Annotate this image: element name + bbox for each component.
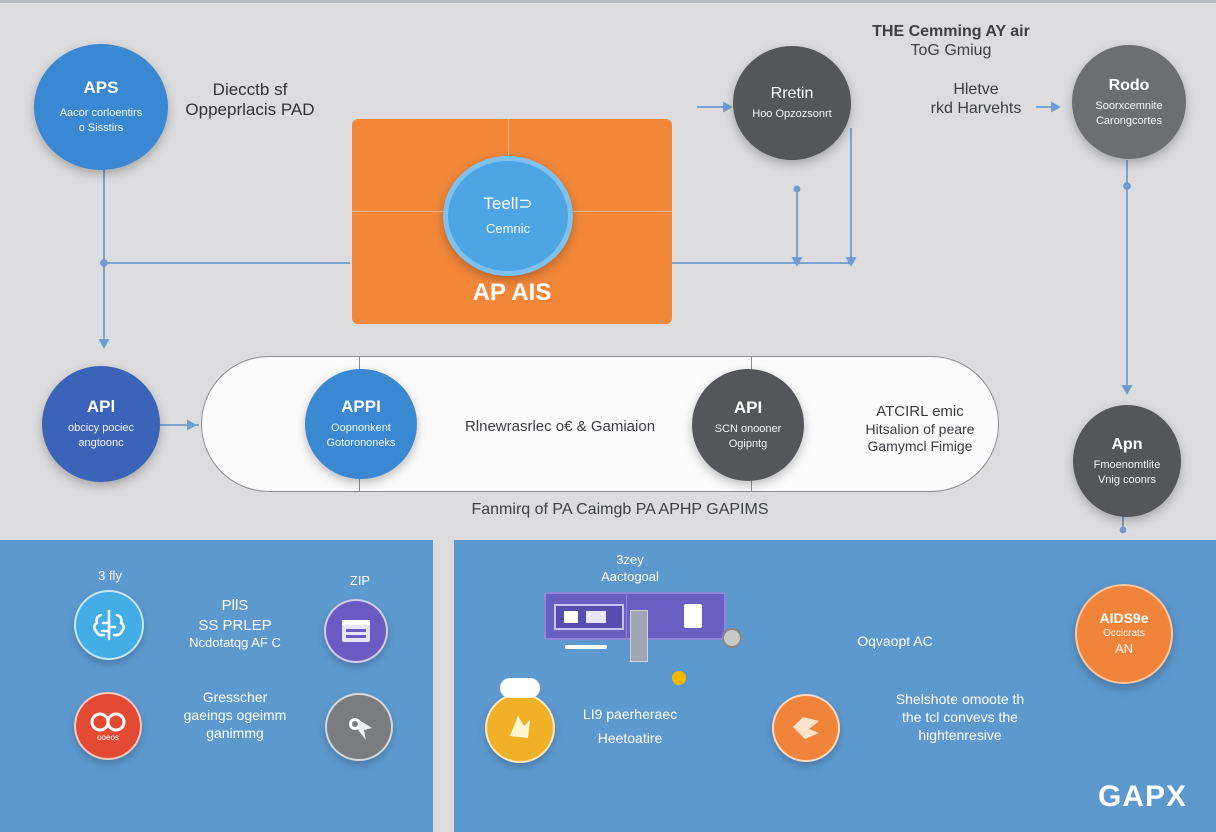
right-panel-mid-line2: Heetoatire — [597, 730, 663, 747]
center-box-caption: AP AIS — [472, 279, 552, 306]
rocket-icon-button[interactable] — [325, 693, 393, 761]
right-panel-description: Shelshote omoote th the tcl convevs the … — [870, 690, 1050, 745]
diamond-logo-icon — [793, 717, 819, 739]
left-panel-label-top-left: 3 fly — [98, 568, 122, 583]
node-api-dark-sub2: Ogipntg — [728, 438, 768, 451]
browser-window-icon-button[interactable] — [324, 599, 388, 663]
right-label: Hletve rkd Harvehts — [920, 80, 1032, 118]
right-panel-desc-line1: Shelshote omoote th — [895, 691, 1025, 707]
node-aids[interactable]: AIDS9e Occicrats AN — [1075, 584, 1173, 684]
left-panel-center-line2: SS PRLEP — [198, 616, 272, 634]
left-panel-lower-text: Gresscher gaeings ogeimm ganimmg — [160, 688, 310, 743]
pill-right-line3: Gamymcl Fimige — [867, 437, 973, 454]
node-aids-sub2: AN — [1114, 641, 1134, 657]
diagram-title-line1: THE Cemming AY air — [872, 23, 1030, 40]
right-panel-mid-line1: LI9 paerheraec — [582, 706, 678, 722]
pill-middle-text: Rlnewrasrlec o€ & Gamiaion — [464, 418, 656, 435]
node-aps[interactable]: APS Aacor corloentirs o Sisstirs — [34, 44, 168, 170]
node-rretin-title: Rretin — [770, 84, 814, 102]
right-panel — [454, 540, 1216, 832]
node-api-left-sub1: obcicy pociec — [67, 422, 135, 435]
top-left-label-line1: Diecctb sf — [212, 80, 288, 99]
node-aps-sub1: Aacor corloentirs — [59, 107, 143, 120]
arrow-head — [98, 339, 110, 349]
right-label-line2: rkd Harvehts — [930, 100, 1022, 118]
node-apn-title: Apn — [1111, 435, 1143, 453]
node-appi-title: APPI — [341, 396, 381, 416]
node-rretin-sub: Hoo Opzozsonrt — [752, 108, 832, 121]
right-panel-desc-line2: the tcl convevs the — [902, 709, 1018, 726]
cloud-icon — [500, 678, 540, 698]
gamepad-icon: ooeos — [90, 712, 126, 742]
right-label-line1: Hletve — [953, 81, 999, 98]
gamepad-icon-button[interactable]: ooeos — [74, 692, 142, 760]
node-aids-sub1: Occicrats — [1103, 627, 1145, 639]
right-panel-label-top1: 3zey — [616, 552, 644, 567]
top-left-label: Diecctb sf Oppeprlacis PAD — [180, 80, 320, 121]
document-glyph — [684, 604, 702, 628]
left-panel-center-line6: ganimmg — [206, 725, 264, 742]
knob-icon[interactable] — [722, 628, 742, 648]
node-center-sub: Cemnic — [485, 221, 531, 237]
brain-icon-button[interactable] — [74, 590, 144, 660]
node-rodo-sub1: Soorxcemnite — [1095, 99, 1163, 112]
node-center[interactable]: Teell⊃ Cemnic — [443, 156, 573, 276]
pill-right-text: ATCIRL emic Hitsalion of peare Gamymcl F… — [830, 403, 1010, 455]
left-panel-center-line5: gaeings ogeimm — [183, 707, 287, 724]
node-api-dark-sub1: SCN onooner — [714, 423, 782, 436]
diagram-subtitle: Fanmirq of PA Caimgb PA APHP GAPIMS — [471, 501, 769, 518]
node-rodo-title: Rodo — [1108, 76, 1150, 94]
keyboard-bar — [565, 645, 607, 649]
top-border — [0, 0, 1216, 3]
node-aps-title: APS — [83, 77, 119, 97]
node-api-left[interactable]: APl obcicy pociec angtoonc — [42, 366, 160, 482]
node-rodo-sub2: Carongcortes — [1095, 114, 1163, 127]
browser-window-icon — [342, 620, 370, 642]
left-panel — [0, 540, 433, 832]
node-rodo[interactable]: Rodo Soorxcemnite Carongcortes — [1072, 45, 1186, 159]
node-rretin[interactable]: Rretin Hoo Opzozsonrt — [733, 46, 851, 160]
right-panel-callout: Oqvaopt AC — [857, 633, 933, 649]
screen-glyph — [586, 611, 606, 623]
top-left-label-line2: Oppeprlacis PAD — [185, 100, 315, 120]
svg-text:ooeos: ooeos — [97, 733, 119, 742]
node-appi-sub2: Gotorononeks — [326, 437, 396, 450]
node-aps-sub2: o Sisstirs — [78, 122, 124, 135]
node-apn-sub2: Vnig coonrs — [1097, 473, 1157, 486]
node-api-left-sub2: angtoonc — [78, 437, 124, 450]
diagram-title-line2: ToG Gmiug — [910, 42, 992, 60]
lightbulb-icon — [672, 671, 686, 685]
left-panel-center-line4: Gresscher — [202, 689, 268, 705]
node-appi[interactable]: APPI Oopnonkent Gotorononeks — [305, 369, 417, 479]
diagram-title: THE Cemming AY air ToG Gmiug — [856, 22, 1046, 60]
left-panel-center-line3: Ncdotatqg AF C — [189, 635, 281, 650]
brain-icon — [93, 609, 125, 641]
right-panel-mid-text: LI9 paerheraec Heetoatire — [570, 705, 690, 747]
screen-glyph — [564, 611, 578, 623]
monitor-screen — [554, 604, 624, 630]
coin-icon-button[interactable] — [485, 693, 555, 763]
tower-icon — [630, 610, 648, 662]
node-api-dark[interactable]: API SCN onooner Ogipntg — [692, 369, 804, 481]
left-panel-label-top-right: ZIP — [349, 573, 371, 588]
left-panel-center-text: PllS SS PRLEP Ncdotatqg AF C — [160, 596, 310, 652]
monitor-divider — [626, 594, 627, 638]
node-center-title: Teell⊃ — [483, 194, 533, 214]
coin-icon — [510, 716, 530, 738]
brand-logo: GAPX — [1098, 780, 1188, 813]
node-appi-sub1: Oopnonkent — [331, 422, 391, 435]
node-apn[interactable]: Apn Fmoenomtlite Vnig coonrs — [1073, 405, 1181, 517]
right-panel-label-top2: Aactogoal — [601, 568, 659, 584]
right-panel-desc-line3: hightenresive — [918, 727, 1002, 744]
left-panel-center-line1: PllS — [221, 597, 249, 614]
node-api-left-title: APl — [86, 396, 116, 416]
node-apn-sub1: Fmoenomtlite — [1093, 458, 1161, 471]
node-aids-title: AIDS9e — [1099, 610, 1149, 627]
rocket-icon — [349, 718, 372, 740]
right-panel-label-top: 3zey Aactogoal — [580, 552, 680, 586]
diamond-logo-icon-button[interactable] — [772, 694, 840, 762]
node-api-dark-title: API — [733, 397, 763, 417]
pill-right-line2: Hitsalion of peare — [865, 421, 975, 437]
pill-right-line1: ATCIRL emic — [876, 403, 964, 420]
